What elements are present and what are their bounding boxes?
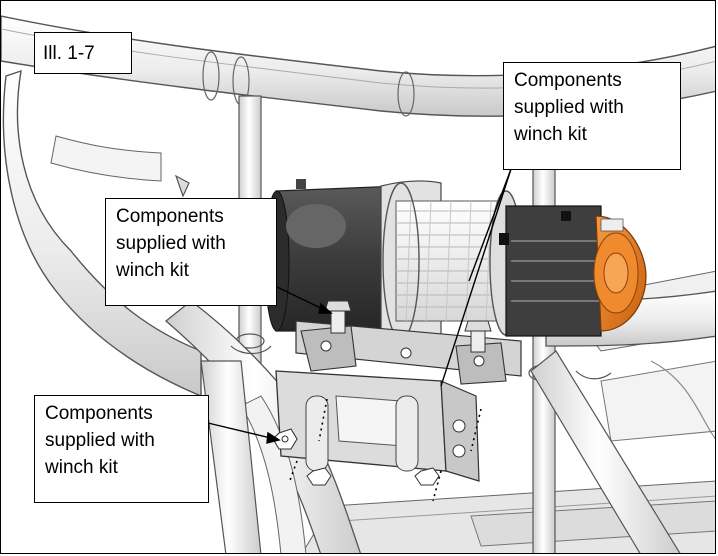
mounting-hardware [272, 300, 492, 486]
cable-drum [380, 180, 523, 345]
alignment-dotted-lines [288, 398, 482, 502]
callout-line: winch kit [514, 124, 587, 145]
illustration-number-text: Ill. 1-7 [43, 43, 95, 64]
leader-to-bracket [440, 168, 512, 387]
callout-line: Components [116, 206, 224, 227]
winch-mount-plate [295, 320, 522, 385]
callout-line: Components [45, 403, 153, 424]
callout-line: supplied with [116, 233, 226, 254]
bolt-right-plate [464, 320, 492, 353]
callout-line: winch kit [116, 260, 189, 281]
arrowhead-plate-bolt [318, 302, 333, 314]
callout-line: Components [514, 70, 622, 91]
gearbox-cover [593, 215, 647, 332]
callout-leader-lines [207, 168, 512, 444]
callout-top-right: Components supplied with winch kit [503, 62, 681, 170]
bracket-nuts [306, 467, 440, 486]
callout-bottom-left: Components supplied with winch kit [34, 395, 209, 503]
fairlead-bracket [275, 370, 480, 482]
illustration-number-label: Ill. 1-7 [34, 32, 132, 74]
callout-line: supplied with [514, 97, 624, 118]
lower-left-diagonal-tubes [164, 300, 362, 553]
callout-middle-left: Components supplied with winch kit [105, 198, 277, 306]
callout-line: supplied with [45, 430, 155, 451]
arrowhead-nut [266, 431, 281, 444]
tube-clamps [174, 174, 612, 380]
leader-to-drum [468, 168, 512, 282]
callout-line: winch kit [45, 457, 118, 478]
leader-to-nut [207, 422, 276, 440]
gear-housing [499, 205, 602, 337]
